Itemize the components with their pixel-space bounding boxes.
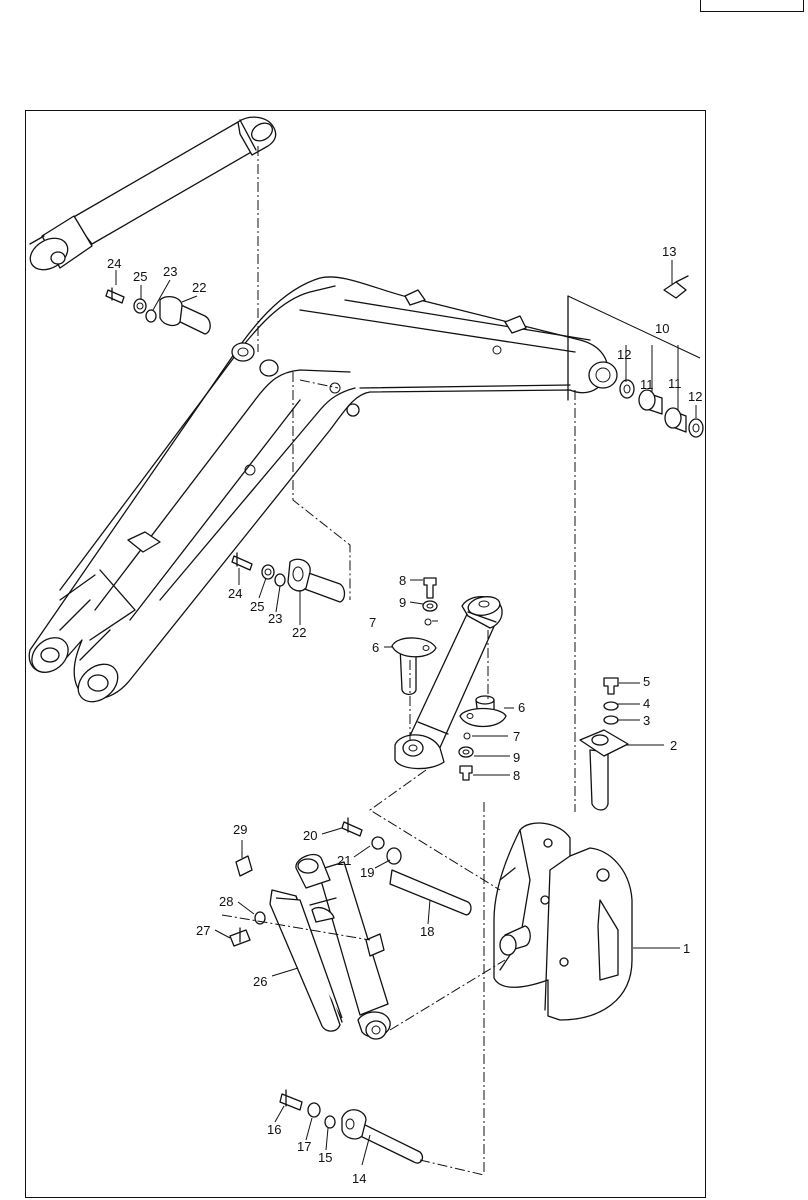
callout-3: 3	[643, 713, 650, 728]
callout-28: 28	[219, 894, 233, 909]
callout-25-upper: 25	[133, 269, 147, 284]
callout-18: 18	[420, 924, 434, 939]
callout-23-upper: 23	[163, 264, 177, 279]
callout-4: 4	[643, 696, 650, 711]
callout-25-lower: 25	[250, 599, 264, 614]
callout-20: 20	[303, 828, 317, 843]
pin-6-lower	[458, 695, 507, 781]
swing-cylinder	[295, 853, 391, 1040]
callout-7-lower: 7	[513, 729, 520, 744]
bushing-set	[567, 275, 704, 438]
callout-8-upper: 8	[399, 573, 406, 588]
assembly-center-lines	[221, 146, 576, 1176]
callout-11-a: 11	[640, 377, 654, 392]
pin-assembly-lower	[231, 552, 346, 603]
callout-5: 5	[643, 674, 650, 689]
callout-16: 16	[267, 1122, 281, 1137]
pin-2-assembly	[579, 677, 629, 811]
callout-24-lower: 24	[228, 586, 242, 601]
callout-22-lower: 22	[292, 625, 306, 640]
callout-1: 1	[683, 941, 690, 956]
callout-29: 29	[233, 822, 247, 837]
callout-17: 17	[297, 1139, 311, 1154]
pin-assembly-upper	[105, 287, 211, 335]
callout-2: 2	[670, 738, 677, 753]
callout-8-lower: 8	[513, 768, 520, 783]
pin-18-assembly	[341, 817, 472, 916]
callout-24-upper: 24	[107, 256, 121, 271]
callout-22-upper: 22	[192, 280, 206, 295]
swing-bracket	[493, 822, 633, 1021]
callout-26: 26	[253, 974, 267, 989]
callout-14: 14	[352, 1171, 366, 1186]
pin-6-upper	[391, 577, 438, 696]
callout-6-upper: 6	[372, 640, 379, 655]
arm-cylinder	[394, 596, 503, 770]
callout-10: 10	[655, 321, 669, 336]
callout-12-a: 12	[617, 347, 631, 362]
page-reference-box	[700, 0, 804, 12]
callout-12-b: 12	[688, 389, 702, 404]
callout-15: 15	[318, 1150, 332, 1165]
callout-9-lower: 9	[513, 750, 520, 765]
callout-19: 19	[360, 865, 374, 880]
cylinder-cover	[229, 855, 385, 1032]
boom-cylinder	[29, 116, 277, 271]
pin-14-assembly	[279, 1089, 424, 1164]
callout-6-lower: 6	[518, 700, 525, 715]
callout-27: 27	[196, 923, 210, 938]
callout-23-lower: 23	[268, 611, 282, 626]
boom	[28, 276, 618, 703]
callout-labels: 1 2 3 4 5 6 7 8 9 6 7 8 9 10 11 11 12 12…	[107, 244, 702, 1186]
callout-7-upper: 7	[369, 615, 376, 630]
leader-lines	[115, 260, 697, 1166]
callout-13: 13	[662, 244, 676, 259]
callout-11-b: 11	[668, 376, 682, 391]
callout-21: 21	[337, 853, 351, 868]
diagram-frame	[25, 110, 706, 1198]
callout-9-upper: 9	[399, 595, 406, 610]
